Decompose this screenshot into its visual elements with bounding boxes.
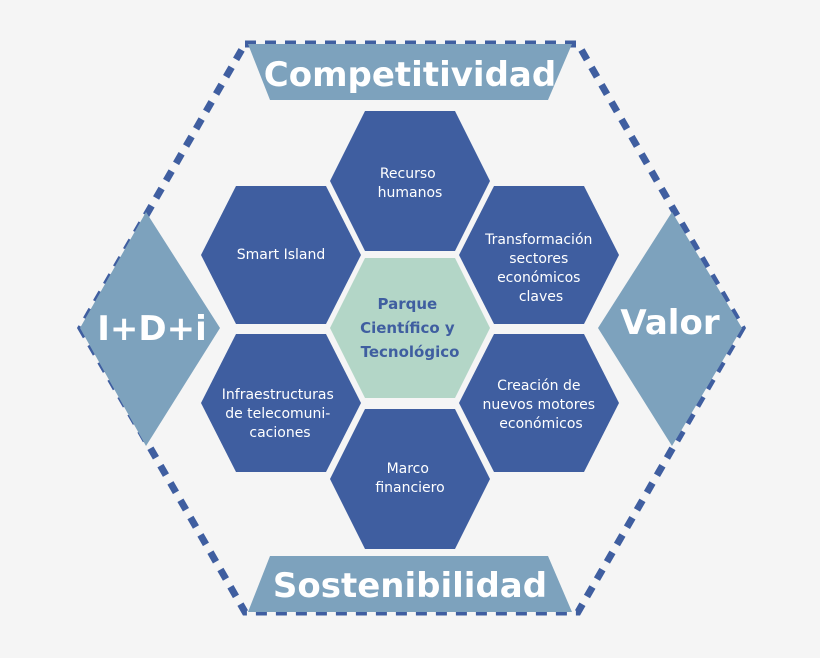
hex-infraestructuras-label: Infraestructuras de telecomuni- caciones [222, 387, 338, 441]
banner-right-shape [598, 212, 742, 446]
banner-right-label: Valor [620, 303, 719, 343]
hex-marco-financiero-label: Marco financiero [375, 461, 444, 496]
hex-creacion: Creación de nuevos motores económicos [459, 334, 619, 472]
hex-smart-island-shape [201, 186, 361, 324]
hex-recurso-humanos-shape [330, 111, 490, 251]
hex-creacion-shape [459, 334, 619, 472]
hex-smart-island-label: Smart Island [237, 247, 325, 263]
hex-transformacion: Transformación sectores económicos clave… [459, 186, 619, 324]
banner-idi: I+D+i [80, 212, 220, 446]
hex-center-parque: Parque Científico y Tecnológico [330, 258, 490, 398]
banner-bottom-shape [248, 556, 572, 612]
banner-bottom-label: Sostenibilidad [273, 566, 547, 606]
hex-transformacion-label: Transformación sectores económicos clave… [484, 232, 597, 305]
banner-top-label: Competitividad [264, 55, 556, 95]
hex-marco-financiero: Marco financiero [330, 409, 490, 549]
hex-smart-island: Smart Island [201, 186, 361, 324]
hex-center-label: Parque Científico y Tecnológico [360, 295, 460, 361]
hex-marco-financiero-shape [330, 409, 490, 549]
hex-center-shape [330, 258, 490, 398]
banner-valor: Valor [598, 212, 742, 446]
hex-transformacion-shape [459, 186, 619, 324]
banner-competitividad: Competitividad [248, 44, 572, 100]
hex-infraestructuras: Infraestructuras de telecomuni- caciones [201, 334, 361, 472]
banner-left-label: I+D+i [97, 309, 207, 349]
banner-sostenibilidad: Sostenibilidad [248, 556, 572, 612]
hex-recurso-humanos: Recurso humanos [330, 111, 490, 251]
banner-left-shape [80, 212, 220, 446]
hex-infraestructuras-shape [201, 334, 361, 472]
hex-creacion-label: Creación de nuevos motores económicos [482, 378, 599, 432]
hex-recurso-humanos-label: Recurso humanos [378, 166, 443, 201]
banner-top-shape [248, 44, 572, 100]
